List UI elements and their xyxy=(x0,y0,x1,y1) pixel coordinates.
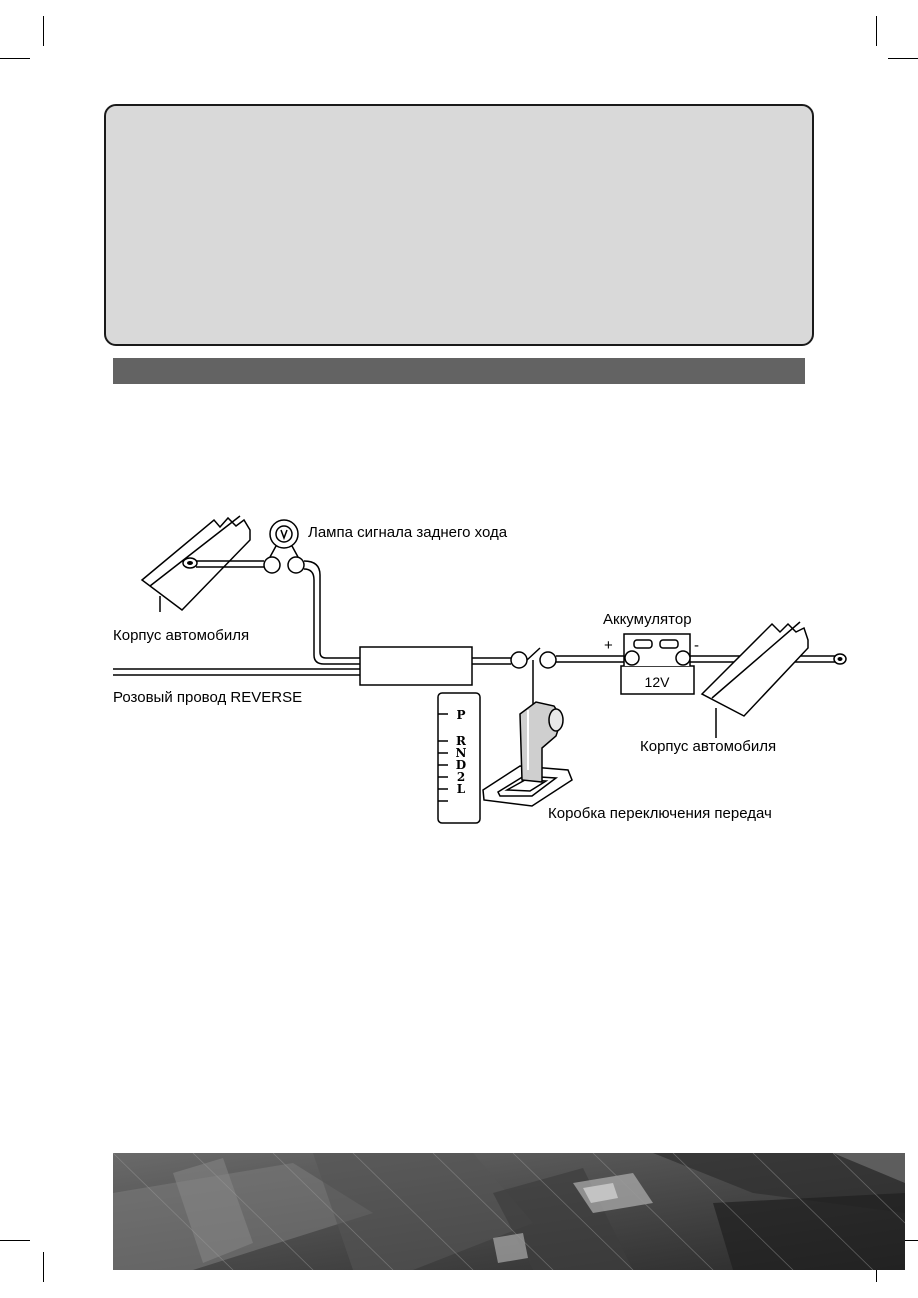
section-header-bar xyxy=(113,358,805,384)
footer-decorative-image xyxy=(113,1153,905,1270)
crop-mark-top-right-v xyxy=(876,16,877,46)
crop-mark-top-left-h xyxy=(0,58,30,59)
gear-position-n: N xyxy=(456,746,467,760)
gear-position-l: L xyxy=(457,782,466,796)
ground-bolt-right-icon xyxy=(833,653,847,665)
body-label-left: Корпус автомобиля xyxy=(113,627,249,644)
reverse-lamp-icon xyxy=(263,519,305,574)
crop-mark-bottom-left-h xyxy=(0,1240,30,1241)
gear-indicator-strip xyxy=(437,692,481,824)
ground-bolt-left-icon xyxy=(182,557,198,569)
note-box xyxy=(104,104,814,346)
body-label-right: Корпус автомобиля xyxy=(640,738,776,755)
battery-plus: + xyxy=(604,637,613,654)
camera-module-box xyxy=(359,646,473,686)
gear-position-d: D xyxy=(456,758,466,772)
car-body-right xyxy=(700,621,809,738)
gear-position-p: P xyxy=(456,708,465,722)
lamp-label: Лампа сигнала заднего хода xyxy=(308,524,508,541)
reverse-switch-icon xyxy=(510,647,557,705)
gear-position-2: 2 xyxy=(457,770,465,784)
battery-voltage: 12V xyxy=(645,674,671,690)
crop-mark-bottom-left-v xyxy=(43,1252,44,1282)
gear-position-r: R xyxy=(456,734,467,748)
crop-mark-top-left-v xyxy=(43,16,44,46)
battery-minus: - xyxy=(694,637,699,654)
gear-shifter-icon xyxy=(482,701,573,807)
crop-mark-top-right-h xyxy=(888,58,918,59)
reverse-wire-label: Розовый провод REVERSE xyxy=(113,689,302,706)
gearbox-label: Коробка переключения передач xyxy=(548,805,772,822)
battery-label: Аккумулятор xyxy=(603,611,692,628)
battery-icon xyxy=(620,633,695,695)
